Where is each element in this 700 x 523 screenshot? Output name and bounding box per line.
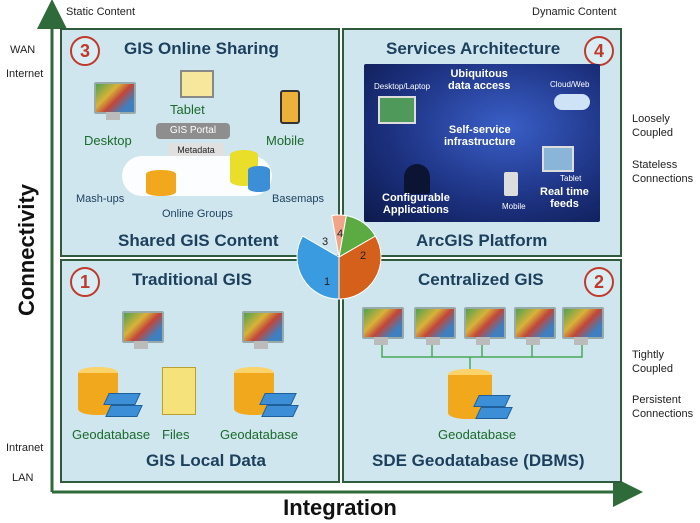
center-pie: 1 2 34 <box>296 214 382 300</box>
quadrant-4: Services Architecture 4 Desktop/Laptop U… <box>342 28 622 257</box>
mobile-label: Mobile <box>266 133 305 148</box>
sde-geodatabase-label: Geodatabase <box>438 427 517 442</box>
desktop-icon <box>94 82 136 120</box>
layer-stack-2b <box>261 405 299 417</box>
quadrant-2: Centralized GIS 2 Geodatabase SDE Geodat… <box>342 259 622 483</box>
layer-stack-2a <box>259 393 297 405</box>
static-content-label: Static Content <box>66 6 136 18</box>
q3-title: GIS Online Sharing <box>124 39 279 58</box>
mobile-label-q4: Mobile <box>502 202 526 211</box>
pc-icon-d <box>514 307 556 345</box>
laptop-icon <box>378 96 416 124</box>
quadrant-3: 3 GIS Online Sharing Desktop Tablet Mobi… <box>60 28 340 257</box>
pie-label-3: 3 <box>322 236 328 248</box>
intranet-label: Intranet <box>6 442 44 454</box>
x-axis-title: Integration <box>283 495 397 520</box>
pie-label-1: 1 <box>324 276 330 288</box>
files-label: Files <box>162 427 190 442</box>
person-silhouette <box>404 164 430 194</box>
services-graphic: Desktop/Laptop Ubiquitous data access Cl… <box>364 64 600 222</box>
geodatabase-label-2: Geodatabase <box>220 427 299 442</box>
desktop-laptop-label: Desktop/Laptop <box>374 82 431 91</box>
pie-label-4: 4 <box>337 228 343 240</box>
mashups-label: Mash-ups <box>76 193 125 205</box>
q3-footer: Shared GIS Content <box>118 231 279 250</box>
q2-title: Centralized GIS <box>418 270 544 289</box>
internet-label: Internet <box>6 68 44 80</box>
pc-icon-e <box>562 307 604 345</box>
tablet-label-q4: Tablet <box>560 174 582 183</box>
mobile-icon-q4 <box>504 172 518 196</box>
files-icon <box>162 367 196 415</box>
geodatabase-label-1: Geodatabase <box>72 427 151 442</box>
network-lines <box>381 345 583 371</box>
lan-label: LAN <box>12 472 34 484</box>
q4-title: Services Architecture <box>386 39 561 58</box>
tablet-icon <box>180 70 214 98</box>
pc-icon-a <box>362 307 404 345</box>
dynamic-content-label: Dynamic Content <box>532 6 617 18</box>
layer-stack-1b <box>105 405 143 417</box>
q1-title: Traditional GIS <box>132 270 252 289</box>
basemaps-label: Basemaps <box>272 193 324 205</box>
ubiquitous-label: Ubiquitous data access <box>448 68 511 92</box>
tightly-coupled-label: Tightly Coupled <box>632 349 673 375</box>
wan-label: WAN <box>10 44 36 56</box>
q2-footer: SDE Geodatabase (DBMS) <box>372 451 585 470</box>
selfservice-label: Self-service infrastructure <box>444 124 516 148</box>
db-orange-icon <box>146 170 176 196</box>
quadrant-1: 1 Traditional GIS Geodatabase Files Geod… <box>60 259 340 483</box>
pc-icon-2 <box>242 311 284 349</box>
badge-4: 4 <box>584 36 614 66</box>
db-blue-icon <box>248 166 270 192</box>
stateless-label: Stateless Connections <box>632 159 694 185</box>
tablet-label: Tablet <box>170 102 205 117</box>
y-axis-title: Connectivity <box>14 183 39 316</box>
sde-stack-b <box>475 407 513 419</box>
cloud-web-label: Cloud/Web <box>550 80 590 89</box>
tablet-icon-q4 <box>542 146 574 172</box>
pie-slice-2 <box>338 235 382 300</box>
persistent-label: Persistent Connections <box>632 394 694 420</box>
pie-slice-4 <box>331 214 347 258</box>
badge-1: 1 <box>70 267 100 297</box>
layer-stack-1a <box>103 393 141 405</box>
metadata-box: Metadata <box>168 143 224 157</box>
sde-stack-a <box>473 395 511 407</box>
online-groups-label: Online Groups <box>162 208 233 220</box>
q4-footer: ArcGIS Platform <box>416 231 548 250</box>
desktop-label: Desktop <box>84 133 132 148</box>
realtime-label: Real time feeds <box>540 186 589 210</box>
pie-slice-1 <box>296 235 340 300</box>
badge-2: 2 <box>584 267 614 297</box>
pc-icon-c <box>464 307 506 345</box>
mobile-icon <box>280 90 300 124</box>
loosely-coupled-label: Loosely Coupled <box>632 113 673 139</box>
gis-portal-box: GIS Portal <box>156 123 230 139</box>
q1-footer: GIS Local Data <box>146 451 266 470</box>
pc-icon-1 <box>122 311 164 349</box>
pc-icon-b <box>414 307 456 345</box>
cloud-icon <box>554 94 590 110</box>
badge-3: 3 <box>70 36 100 66</box>
configurable-label: Configurable Applications <box>382 192 450 216</box>
pie-label-2: 2 <box>360 250 366 262</box>
